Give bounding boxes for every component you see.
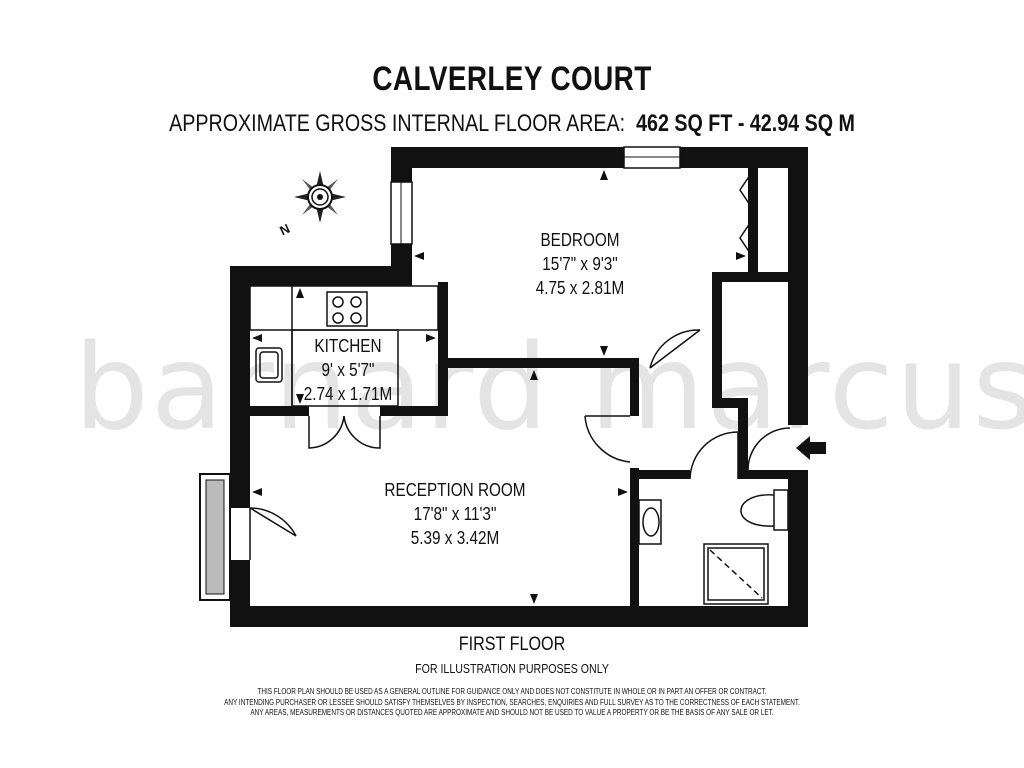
room-bedroom: BEDROOM 15'7" x 9'3" 4.75 x 2.81M xyxy=(512,228,648,300)
room-dimensions-imperial: 9' x 5'7" xyxy=(321,360,375,380)
floor-name: FIRST FLOOR xyxy=(458,634,566,655)
internal-walls xyxy=(247,168,793,608)
room-dimensions-metric: 2.74 x 1.71M xyxy=(303,384,393,404)
compass-rose-icon xyxy=(294,171,346,223)
floor-area-separator: - xyxy=(737,110,745,137)
kitchen-fittings xyxy=(249,285,439,407)
exterior-walls xyxy=(230,147,808,627)
room-name: RECEPTION ROOM xyxy=(384,480,526,500)
measurement-arrows xyxy=(252,170,826,604)
room-name: KITCHEN xyxy=(314,336,382,356)
doors xyxy=(249,171,791,560)
disclaimer: THIS FLOOR PLAN SHOULD BE USED AS A GENE… xyxy=(102,687,921,719)
room-dimensions-metric: 5.39 x 3.42M xyxy=(410,528,500,548)
floor-area: APPROXIMATE GROSS INTERNAL FLOOR AREA: 4… xyxy=(92,110,932,138)
disclaimer-line: THIS FLOOR PLAN SHOULD BE USED AS A GENE… xyxy=(257,687,767,696)
room-reception: RECEPTION ROOM 17'8" x 11'3" 5.39 x 3.42… xyxy=(366,478,545,550)
property-title: CALVERLEY COURT xyxy=(372,60,652,98)
floor-area-label: APPROXIMATE GROSS INTERNAL FLOOR AREA: xyxy=(169,110,626,137)
windows xyxy=(199,146,681,601)
room-kitchen: KITCHEN 9' x 5'7" 2.74 x 1.71M xyxy=(292,334,404,406)
disclaimer-line: ANY INTENDING PURCHASER OR LESSEE SHOULD… xyxy=(224,697,800,707)
room-dimensions-imperial: 17'8" x 11'3" xyxy=(413,504,497,524)
disclaimer-line: ANY AREAS, MEASUREMENTS OR DISTANCES QUO… xyxy=(250,708,774,717)
room-name: BEDROOM xyxy=(540,230,620,250)
bathroom-fittings xyxy=(638,489,789,605)
room-dimensions-imperial: 15'7" x 9'3" xyxy=(542,254,618,274)
floor-area-sqm: 42.94 SQ M xyxy=(749,110,855,137)
illustration-note: FOR ILLUSTRATION PURPOSES ONLY xyxy=(415,662,609,676)
room-dimensions-metric: 4.75 x 2.81M xyxy=(535,278,625,298)
floor-area-sqft: 462 SQ FT xyxy=(636,110,733,137)
